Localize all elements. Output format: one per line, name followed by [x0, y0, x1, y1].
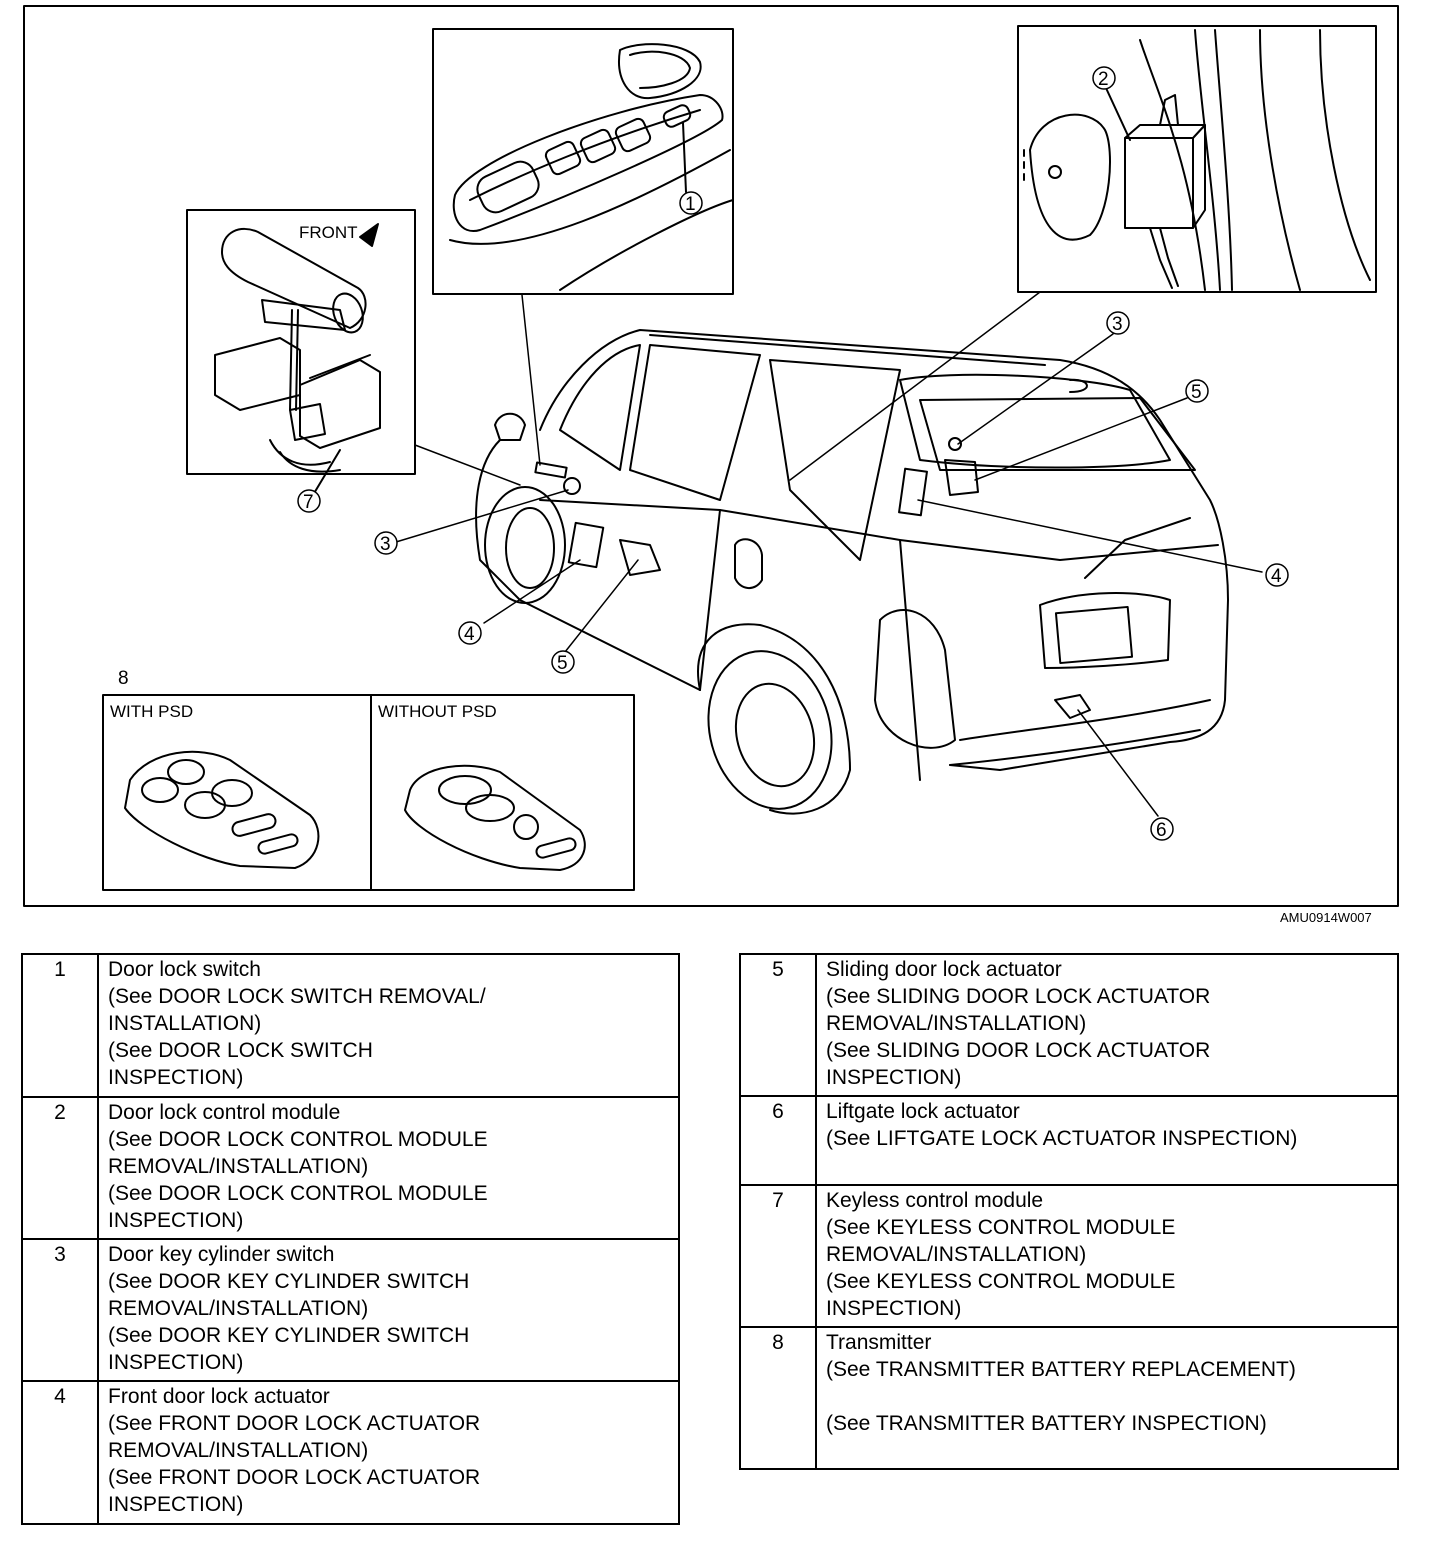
leader-lines [395, 291, 1263, 817]
svg-text:7: 7 [303, 492, 314, 513]
legend-number: 7 [739, 1184, 817, 1328]
callout-7: 7 [297, 489, 321, 513]
figure-frame [23, 5, 1399, 907]
callout-5-right: 5 [1185, 379, 1209, 403]
svg-text:4: 4 [464, 624, 475, 645]
transmitter-without-psd [404, 764, 586, 871]
svg-text:6: 6 [1156, 820, 1167, 841]
legend-table-right: 5 Sliding door lock actuator (See SLIDIN… [739, 953, 1399, 1470]
legend-description: Keyless control module (See KEYLESS CONT… [815, 1184, 1399, 1328]
legend-row: 5 Sliding door lock actuator (See SLIDIN… [739, 953, 1399, 1097]
callout-4-right: 4 [1265, 563, 1289, 587]
svg-text:1: 1 [685, 194, 696, 215]
svg-text:2: 2 [1098, 69, 1109, 90]
legend-description: Transmitter (See TRANSMITTER BATTERY REP… [815, 1326, 1399, 1470]
inset-door-lock-control-module [1017, 25, 1377, 293]
legend-number: 3 [21, 1238, 99, 1382]
transmitter-panel [102, 694, 635, 891]
legend-row: 7 Keyless control module (See KEYLESS CO… [739, 1184, 1399, 1328]
legend-number: 6 [739, 1095, 817, 1186]
legend-description: Sliding door lock actuator (See SLIDING … [815, 953, 1399, 1097]
svg-text:3: 3 [1112, 314, 1123, 335]
component-location-figure: FRONT 8 WITH PSD WITHOUT PSD 1 2 3 3 4 4… [23, 5, 1399, 907]
transmitter-with-psd [124, 750, 320, 869]
legend-table-left: 1 Door lock switch (See DOOR LOCK SWITCH… [21, 953, 680, 1525]
figure-id-code: AMU0914W007 [1280, 910, 1372, 925]
legend-row: 8 Transmitter (See TRANSMITTER BATTERY R… [739, 1326, 1399, 1470]
svg-text:5: 5 [1191, 382, 1202, 403]
callout-4-left: 4 [458, 621, 482, 645]
vehicle-illustration [475, 329, 1229, 815]
callout-1: 1 [679, 191, 703, 215]
without-psd-label: WITHOUT PSD [378, 702, 497, 721]
legend-row: 1 Door lock switch (See DOOR LOCK SWITCH… [21, 953, 680, 1098]
legend-row: 3 Door key cylinder switch (See DOOR KEY… [21, 1238, 680, 1382]
legend-description: Door key cylinder switch (See DOOR KEY C… [97, 1238, 680, 1382]
legend-number: 1 [21, 953, 99, 1098]
svg-text:4: 4 [1271, 566, 1282, 587]
legend-description: Front door lock actuator (See FRONT DOOR… [97, 1380, 680, 1525]
legend-number: 4 [21, 1380, 99, 1525]
callout-2: 2 [1092, 66, 1116, 90]
inset-keyless-control-module [186, 209, 416, 496]
callouts: 1 2 3 3 4 4 5 5 6 7 [297, 66, 1289, 841]
legend-number: 8 [739, 1326, 817, 1470]
legend-row: 4 Front door lock actuator (See FRONT DO… [21, 1380, 680, 1525]
with-psd-label: WITH PSD [110, 702, 193, 721]
legend-row: 2 Door lock control module (See DOOR LOC… [21, 1096, 680, 1240]
callout-3-left: 3 [374, 531, 398, 555]
legend-row: 6 Liftgate lock actuator (See LIFTGATE L… [739, 1095, 1399, 1186]
inset-door-lock-switch [432, 28, 734, 295]
legend-description: Door lock switch (See DOOR LOCK SWITCH R… [97, 953, 680, 1098]
legend-description: Liftgate lock actuator (See LIFTGATE LOC… [815, 1095, 1399, 1186]
svg-text:5: 5 [557, 653, 568, 674]
callout-5-left: 5 [551, 650, 575, 674]
callout-6: 6 [1150, 817, 1174, 841]
svg-text:3: 3 [380, 534, 391, 555]
callout-3-right: 3 [1106, 311, 1130, 335]
legend-description: Door lock control module (See DOOR LOCK … [97, 1096, 680, 1240]
front-label: FRONT [299, 223, 358, 242]
legend-number: 5 [739, 953, 817, 1097]
legend-number: 2 [21, 1096, 99, 1240]
transmitter-callout: 8 [118, 668, 129, 689]
